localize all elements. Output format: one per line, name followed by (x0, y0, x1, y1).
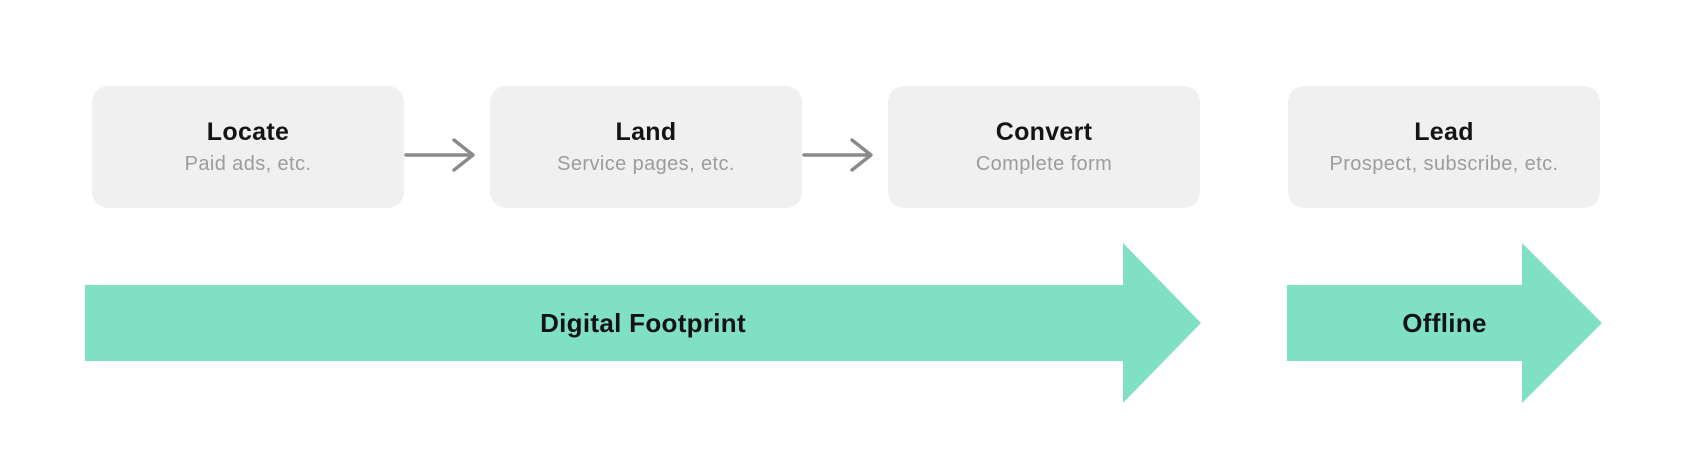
step-box-land: Land Service pages, etc. (490, 86, 802, 208)
phase-label: Digital Footprint (540, 307, 746, 338)
phase-arrow-digital-footprint: Digital Footprint (85, 243, 1201, 403)
right-arrow-icon (404, 137, 488, 173)
step-title: Locate (206, 117, 290, 146)
step-box-locate: Locate Paid ads, etc. (92, 86, 404, 208)
step-box-convert: Convert Complete form (888, 86, 1200, 208)
phase-arrow-offline: Offline (1287, 243, 1602, 403)
step-title: Convert (995, 117, 1093, 146)
step-subtitle: Service pages, etc. (557, 153, 735, 176)
step-box-lead: Lead Prospect, subscribe, etc. (1288, 86, 1600, 208)
step-subtitle: Paid ads, etc. (184, 153, 312, 176)
step-subtitle: Prospect, subscribe, etc. (1329, 153, 1559, 176)
right-arrow-icon (802, 137, 886, 173)
step-title: Land (615, 117, 677, 146)
phase-label: Offline (1402, 307, 1487, 338)
step-subtitle: Complete form (975, 153, 1113, 176)
step-title: Lead (1414, 117, 1474, 146)
